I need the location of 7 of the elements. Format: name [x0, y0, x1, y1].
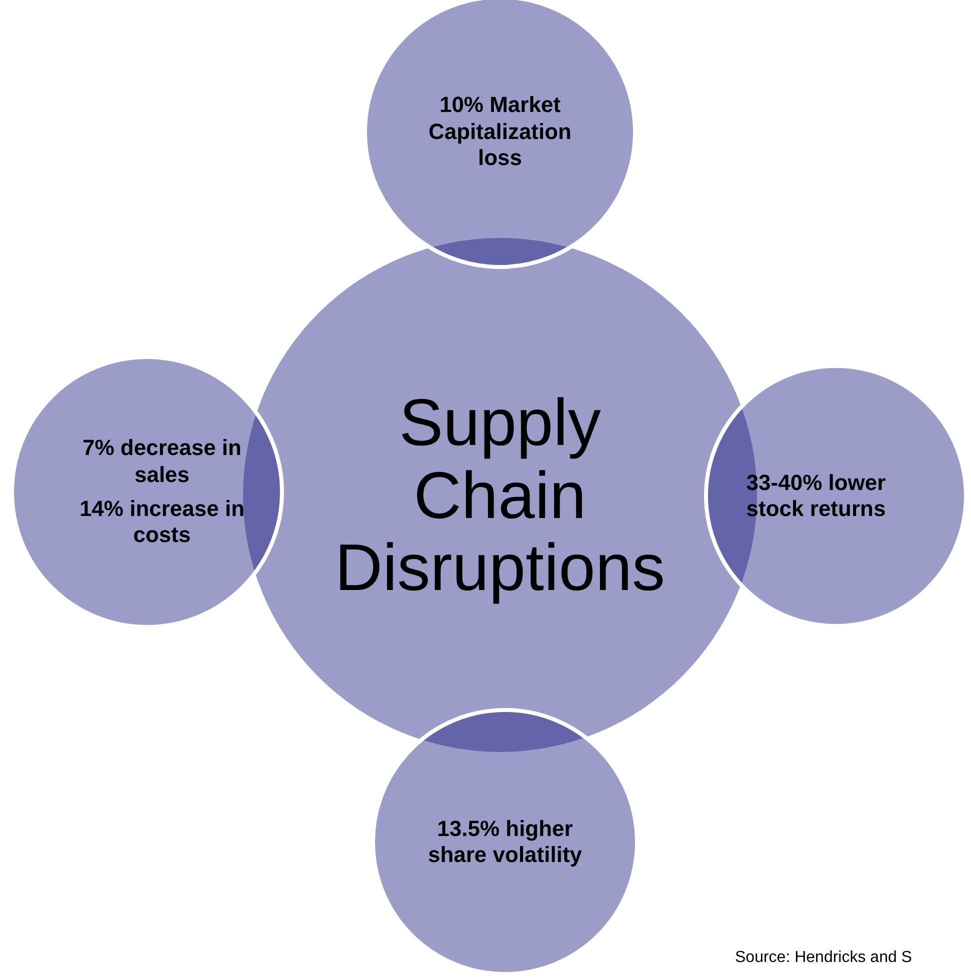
node-text: 10% Market Capitalization loss: [427, 92, 572, 172]
node-text: 7% decrease in sales: [82, 435, 242, 488]
node-text: 13.5% higher share volatility: [426, 816, 584, 868]
node-text: 14% increase in costs: [78, 496, 246, 549]
center-title: Supply Chain Disruptions: [334, 386, 666, 604]
node-text: 33-40% lower stock returns: [745, 470, 887, 522]
source-note: Source: Hendricks and S: [735, 949, 912, 967]
